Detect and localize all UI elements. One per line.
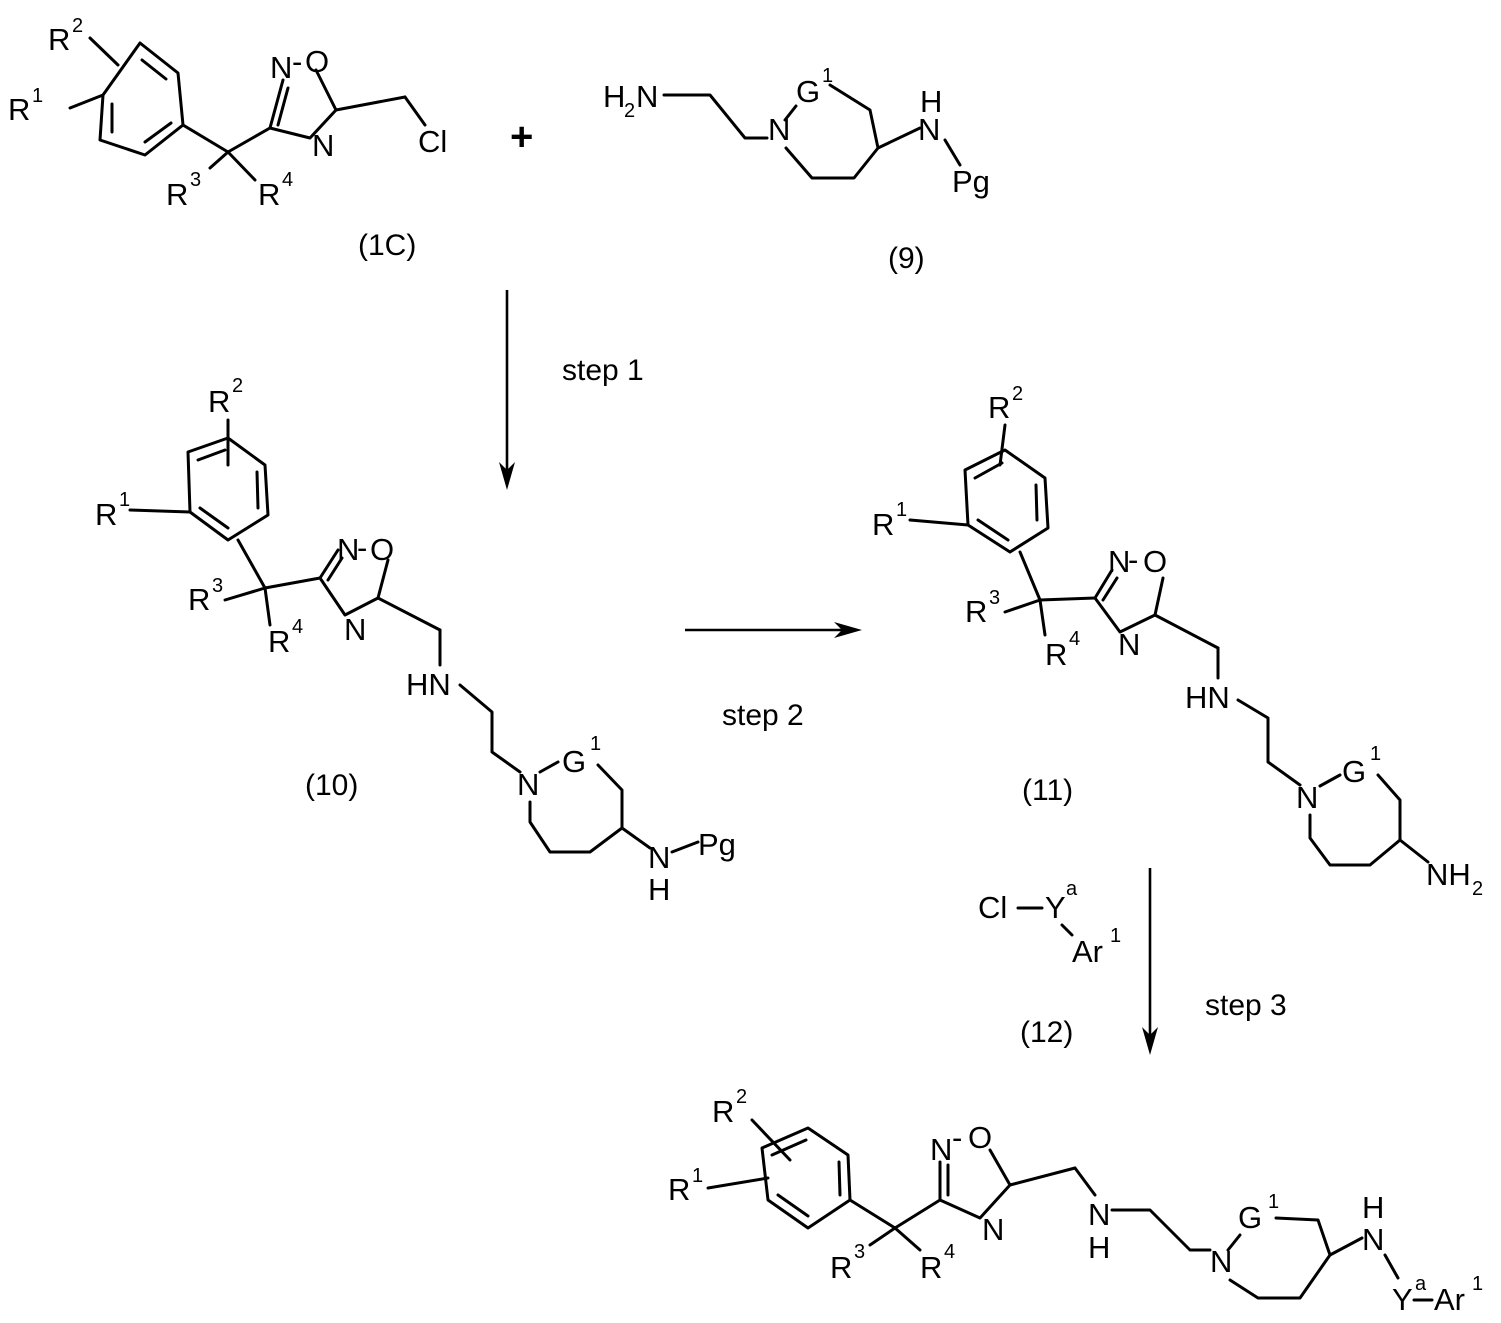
- atom-g: G: [1342, 754, 1366, 789]
- atom-r: R: [258, 177, 280, 212]
- atom-ar: Ar: [1072, 934, 1103, 969]
- atom-o: O: [305, 44, 329, 79]
- atom-r: R: [668, 1172, 690, 1207]
- atom-h: H: [1362, 1190, 1384, 1225]
- compound-label-10: (10): [305, 769, 358, 802]
- superscript: 1: [119, 489, 130, 511]
- superscript: 4: [292, 616, 303, 638]
- atom-r: R: [712, 1094, 734, 1129]
- atom-r: R: [268, 624, 290, 659]
- compound-10: R 2 R 1 R 3 R 4 N - O N HN N G 1 N H Pg: [95, 375, 736, 907]
- atom-o: O: [968, 1120, 992, 1155]
- atom-r: R: [988, 390, 1010, 425]
- step-2-label: step 2: [722, 699, 804, 732]
- superscript: a: [1066, 878, 1078, 900]
- atom-n: N: [636, 79, 658, 114]
- superscript: 1: [1268, 1191, 1279, 1213]
- atom-pg: Pg: [952, 164, 990, 199]
- atom-r: R: [8, 92, 30, 127]
- superscript: 2: [1012, 383, 1023, 405]
- superscript: 3: [190, 169, 201, 191]
- atom-dash: -: [1128, 542, 1138, 577]
- superscript: 4: [1069, 628, 1080, 650]
- atom-nh: NH: [1426, 857, 1471, 892]
- atom-n: N: [1118, 627, 1140, 662]
- step-3-label: step 3: [1205, 989, 1287, 1022]
- atom-r: R: [1045, 637, 1067, 672]
- compound-label-12: (12): [1020, 1016, 1073, 1049]
- atom-cl: Cl: [978, 890, 1007, 925]
- superscript: 1: [1472, 1273, 1483, 1295]
- superscript: 1: [896, 499, 907, 521]
- atom-pg: Pg: [698, 827, 736, 862]
- atom-r: R: [920, 1250, 942, 1285]
- atom-n: N: [344, 612, 366, 647]
- atom-n: N: [1362, 1222, 1384, 1257]
- superscript: 4: [282, 169, 293, 191]
- atom-hn: HN: [406, 667, 451, 702]
- atom-dash: -: [292, 44, 302, 79]
- atom-n: N: [982, 1212, 1004, 1247]
- compound-11: R 2 R 1 R 3 R 4 N - O N HN N G 1 NH 2: [872, 383, 1483, 900]
- atom-n: N: [517, 767, 539, 802]
- atom-r: R: [830, 1250, 852, 1285]
- superscript: 1: [1370, 743, 1381, 765]
- superscript: 2: [72, 15, 83, 37]
- plus-sign: +: [510, 115, 533, 159]
- superscript: 1: [692, 1165, 703, 1187]
- atom-h: H: [1088, 1230, 1110, 1265]
- compound-9: H 2 N N G 1 N H Pg: [603, 65, 990, 199]
- atom-r: R: [872, 507, 894, 542]
- atom-o: O: [370, 532, 394, 567]
- superscript: 1: [32, 85, 43, 107]
- atom-y: Y: [1392, 1282, 1413, 1317]
- atom-h: H: [603, 79, 625, 114]
- superscript: 1: [590, 733, 601, 755]
- atom-n: N: [648, 840, 670, 875]
- atom-r: R: [208, 384, 230, 419]
- compound-label-1c: (1C): [358, 229, 416, 262]
- atom-r: R: [188, 582, 210, 617]
- superscript: 1: [1110, 925, 1121, 947]
- compound-label-11: (11): [1022, 774, 1073, 807]
- atom-dash: -: [357, 530, 367, 565]
- atom-n: N: [1296, 780, 1318, 815]
- atom-h: H: [648, 872, 670, 907]
- atom-g: G: [562, 744, 586, 779]
- atom-r: R: [166, 177, 188, 212]
- superscript: a: [1415, 1273, 1427, 1295]
- atom-g: G: [1238, 1200, 1262, 1235]
- compound-final: R 2 R 1 R 3 R 4 N - O N N H N G 1 N H Y: [668, 1086, 1483, 1317]
- atom-ar: Ar: [1434, 1282, 1465, 1317]
- atom-r: R: [95, 497, 117, 532]
- atom-o: O: [1143, 544, 1167, 579]
- atom-g: G: [796, 74, 820, 109]
- step-1-label: step 1: [562, 354, 644, 387]
- atom-dash: -: [952, 1120, 962, 1155]
- atom-cl: Cl: [418, 124, 447, 159]
- atom-y: Y: [1045, 890, 1066, 925]
- atom-n: N: [1088, 1197, 1110, 1232]
- superscript: 3: [212, 575, 223, 597]
- atom-n: N: [270, 50, 292, 85]
- superscript: 1: [822, 65, 833, 87]
- superscript: 4: [944, 1241, 955, 1263]
- atom-h: H: [920, 84, 942, 119]
- reagent-12: Cl Y a Ar 1: [978, 878, 1121, 969]
- superscript: 3: [854, 1241, 865, 1263]
- atom-n: N: [930, 1132, 952, 1167]
- superscript: 3: [989, 587, 1000, 609]
- compound-1c: N - O N Cl R 2 R 1 R 3 R 4: [8, 15, 447, 212]
- atom-hn: HN: [1185, 680, 1230, 715]
- atom-n: N: [312, 128, 334, 163]
- atom-r: R: [48, 22, 70, 57]
- subscript: 2: [624, 100, 635, 122]
- superscript: 2: [232, 375, 243, 397]
- compound-label-9: (9): [888, 242, 925, 275]
- atom-r: R: [965, 594, 987, 629]
- superscript: 2: [736, 1086, 747, 1108]
- subscript: 2: [1472, 878, 1483, 900]
